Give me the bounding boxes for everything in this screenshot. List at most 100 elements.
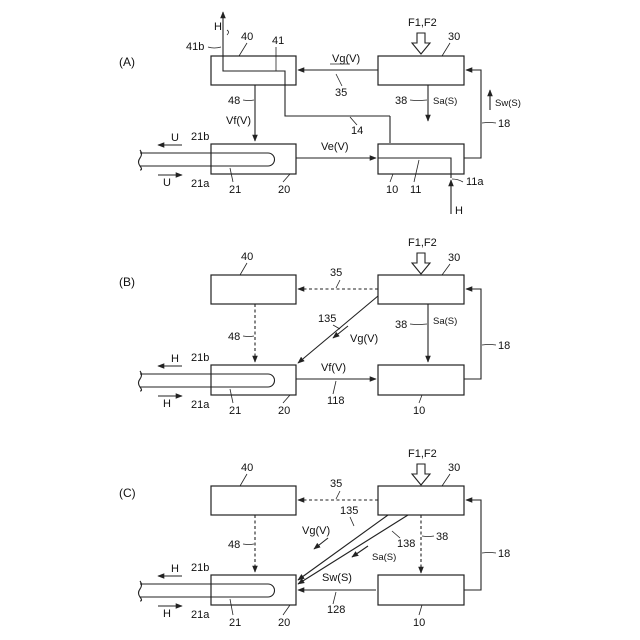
- leader-128: [333, 592, 336, 604]
- ref-138: 138: [397, 538, 415, 550]
- leader-38: [410, 100, 427, 101]
- ref-21b: 21b: [191, 352, 209, 364]
- ref-21a: 21a: [191, 609, 210, 621]
- ref-38: 38: [436, 531, 448, 543]
- block-20: [211, 575, 296, 605]
- ref-20: 20: [278, 405, 290, 417]
- leader-35: [336, 491, 340, 499]
- ref-21b: 21b: [191, 562, 209, 574]
- leader-30: [442, 474, 450, 486]
- ref-18: 18: [498, 340, 510, 352]
- ref-18: 18: [498, 118, 510, 130]
- feed-arrow-icon: [412, 253, 430, 274]
- label-h-bottom: H: [455, 205, 463, 217]
- ref-20: 20: [278, 184, 290, 196]
- ref-21b: 21b: [191, 131, 209, 143]
- ref-20: 20: [278, 617, 290, 629]
- ref-40: 40: [241, 31, 253, 43]
- leader-35: [336, 74, 342, 86]
- ref-21a: 21a: [191, 178, 210, 190]
- ref-10: 10: [386, 184, 398, 196]
- leader-11a: [452, 179, 463, 182]
- leader-135: [333, 325, 340, 329]
- leader-118: [333, 381, 336, 394]
- feed-arrow-icon: [412, 33, 430, 54]
- ref-30: 30: [448, 31, 460, 43]
- leader-18: [482, 553, 496, 554]
- ref-48: 48: [228, 331, 240, 343]
- arrow-sa: [352, 546, 368, 557]
- leader-48: [243, 336, 254, 337]
- label-vg: Vg(V): [332, 53, 360, 65]
- leader-40: [240, 474, 247, 486]
- label-h-top: H: [171, 563, 179, 575]
- panel-b-label: (B): [119, 275, 135, 289]
- leader-41b: [208, 47, 221, 48]
- block-40: [211, 486, 296, 515]
- panel-c-label: (C): [119, 486, 136, 500]
- arrow-vg: [314, 538, 328, 549]
- ref-11a: 11a: [466, 176, 484, 188]
- leader-35: [336, 280, 340, 288]
- ref-30: 30: [448, 252, 460, 264]
- ref-11: 11: [410, 184, 421, 196]
- label-h-bottom: H: [163, 398, 171, 410]
- ref-135: 135: [318, 313, 336, 325]
- label-vf: Vf(V): [321, 362, 346, 374]
- feed-label: F1,F2: [408, 237, 437, 249]
- label-sw: Sw(S): [322, 572, 352, 584]
- panel-b: (B) 40 30 F1,F2 35 48 135 Vg(V) 38 Sa(S)…: [119, 237, 510, 417]
- ref-38: 38: [395, 319, 407, 331]
- ref-40: 40: [241, 251, 253, 263]
- leader-40: [239, 43, 247, 56]
- leader-20: [283, 395, 290, 403]
- ref-35: 35: [330, 267, 342, 279]
- ref-18: 18: [498, 548, 510, 560]
- ref-38: 38: [395, 95, 407, 107]
- feed-label: F1,F2: [408, 17, 437, 29]
- leader-135: [350, 517, 354, 526]
- line-135: [298, 296, 378, 363]
- line-18: [464, 70, 481, 158]
- ref-10: 10: [413, 405, 425, 417]
- ref-14: 14: [351, 125, 363, 137]
- leader-20: [283, 605, 290, 615]
- panel-c: (C) 40 30 F1,F2 35 48 135 Vg(V) 138 Sa(S…: [119, 448, 510, 629]
- ref-135: 135: [340, 505, 358, 517]
- block-30: [378, 275, 464, 304]
- ref-128: 128: [327, 604, 345, 616]
- block-30: [378, 486, 464, 515]
- leader-14: [350, 117, 357, 125]
- ref-21: 21: [229, 405, 241, 417]
- feed-arrow-icon: [412, 464, 430, 485]
- line-18: [464, 500, 481, 590]
- block-20: [211, 144, 296, 174]
- label-sa: Sa(S): [372, 552, 396, 563]
- ref-35: 35: [335, 87, 347, 99]
- label-vf: Vf(V): [226, 115, 251, 127]
- label-sa: Sa(S): [433, 96, 457, 107]
- leader-18: [482, 345, 496, 346]
- ref-41: 41: [272, 35, 284, 47]
- ref-40: 40: [241, 462, 253, 474]
- ref-48: 48: [228, 539, 240, 551]
- label-u-bottom: U: [163, 177, 171, 189]
- line-18: [464, 289, 481, 379]
- panel-a-label: (A): [119, 55, 135, 69]
- block-20: [211, 365, 296, 395]
- leader-30: [442, 264, 450, 275]
- leader-30: [442, 43, 450, 56]
- ref-21: 21: [229, 617, 241, 629]
- leader-38: [422, 536, 434, 537]
- leader-48: [243, 544, 254, 545]
- ref-30: 30: [448, 462, 460, 474]
- feed-label: F1,F2: [408, 448, 437, 460]
- block-30: [378, 56, 464, 85]
- ref-41b: 41b: [186, 41, 204, 53]
- label-u-top: U: [171, 132, 179, 144]
- leader-38: [410, 324, 427, 325]
- ref-118: 118: [327, 395, 345, 407]
- label-sw: Sw(S): [495, 98, 521, 109]
- leader-18: [482, 123, 496, 124]
